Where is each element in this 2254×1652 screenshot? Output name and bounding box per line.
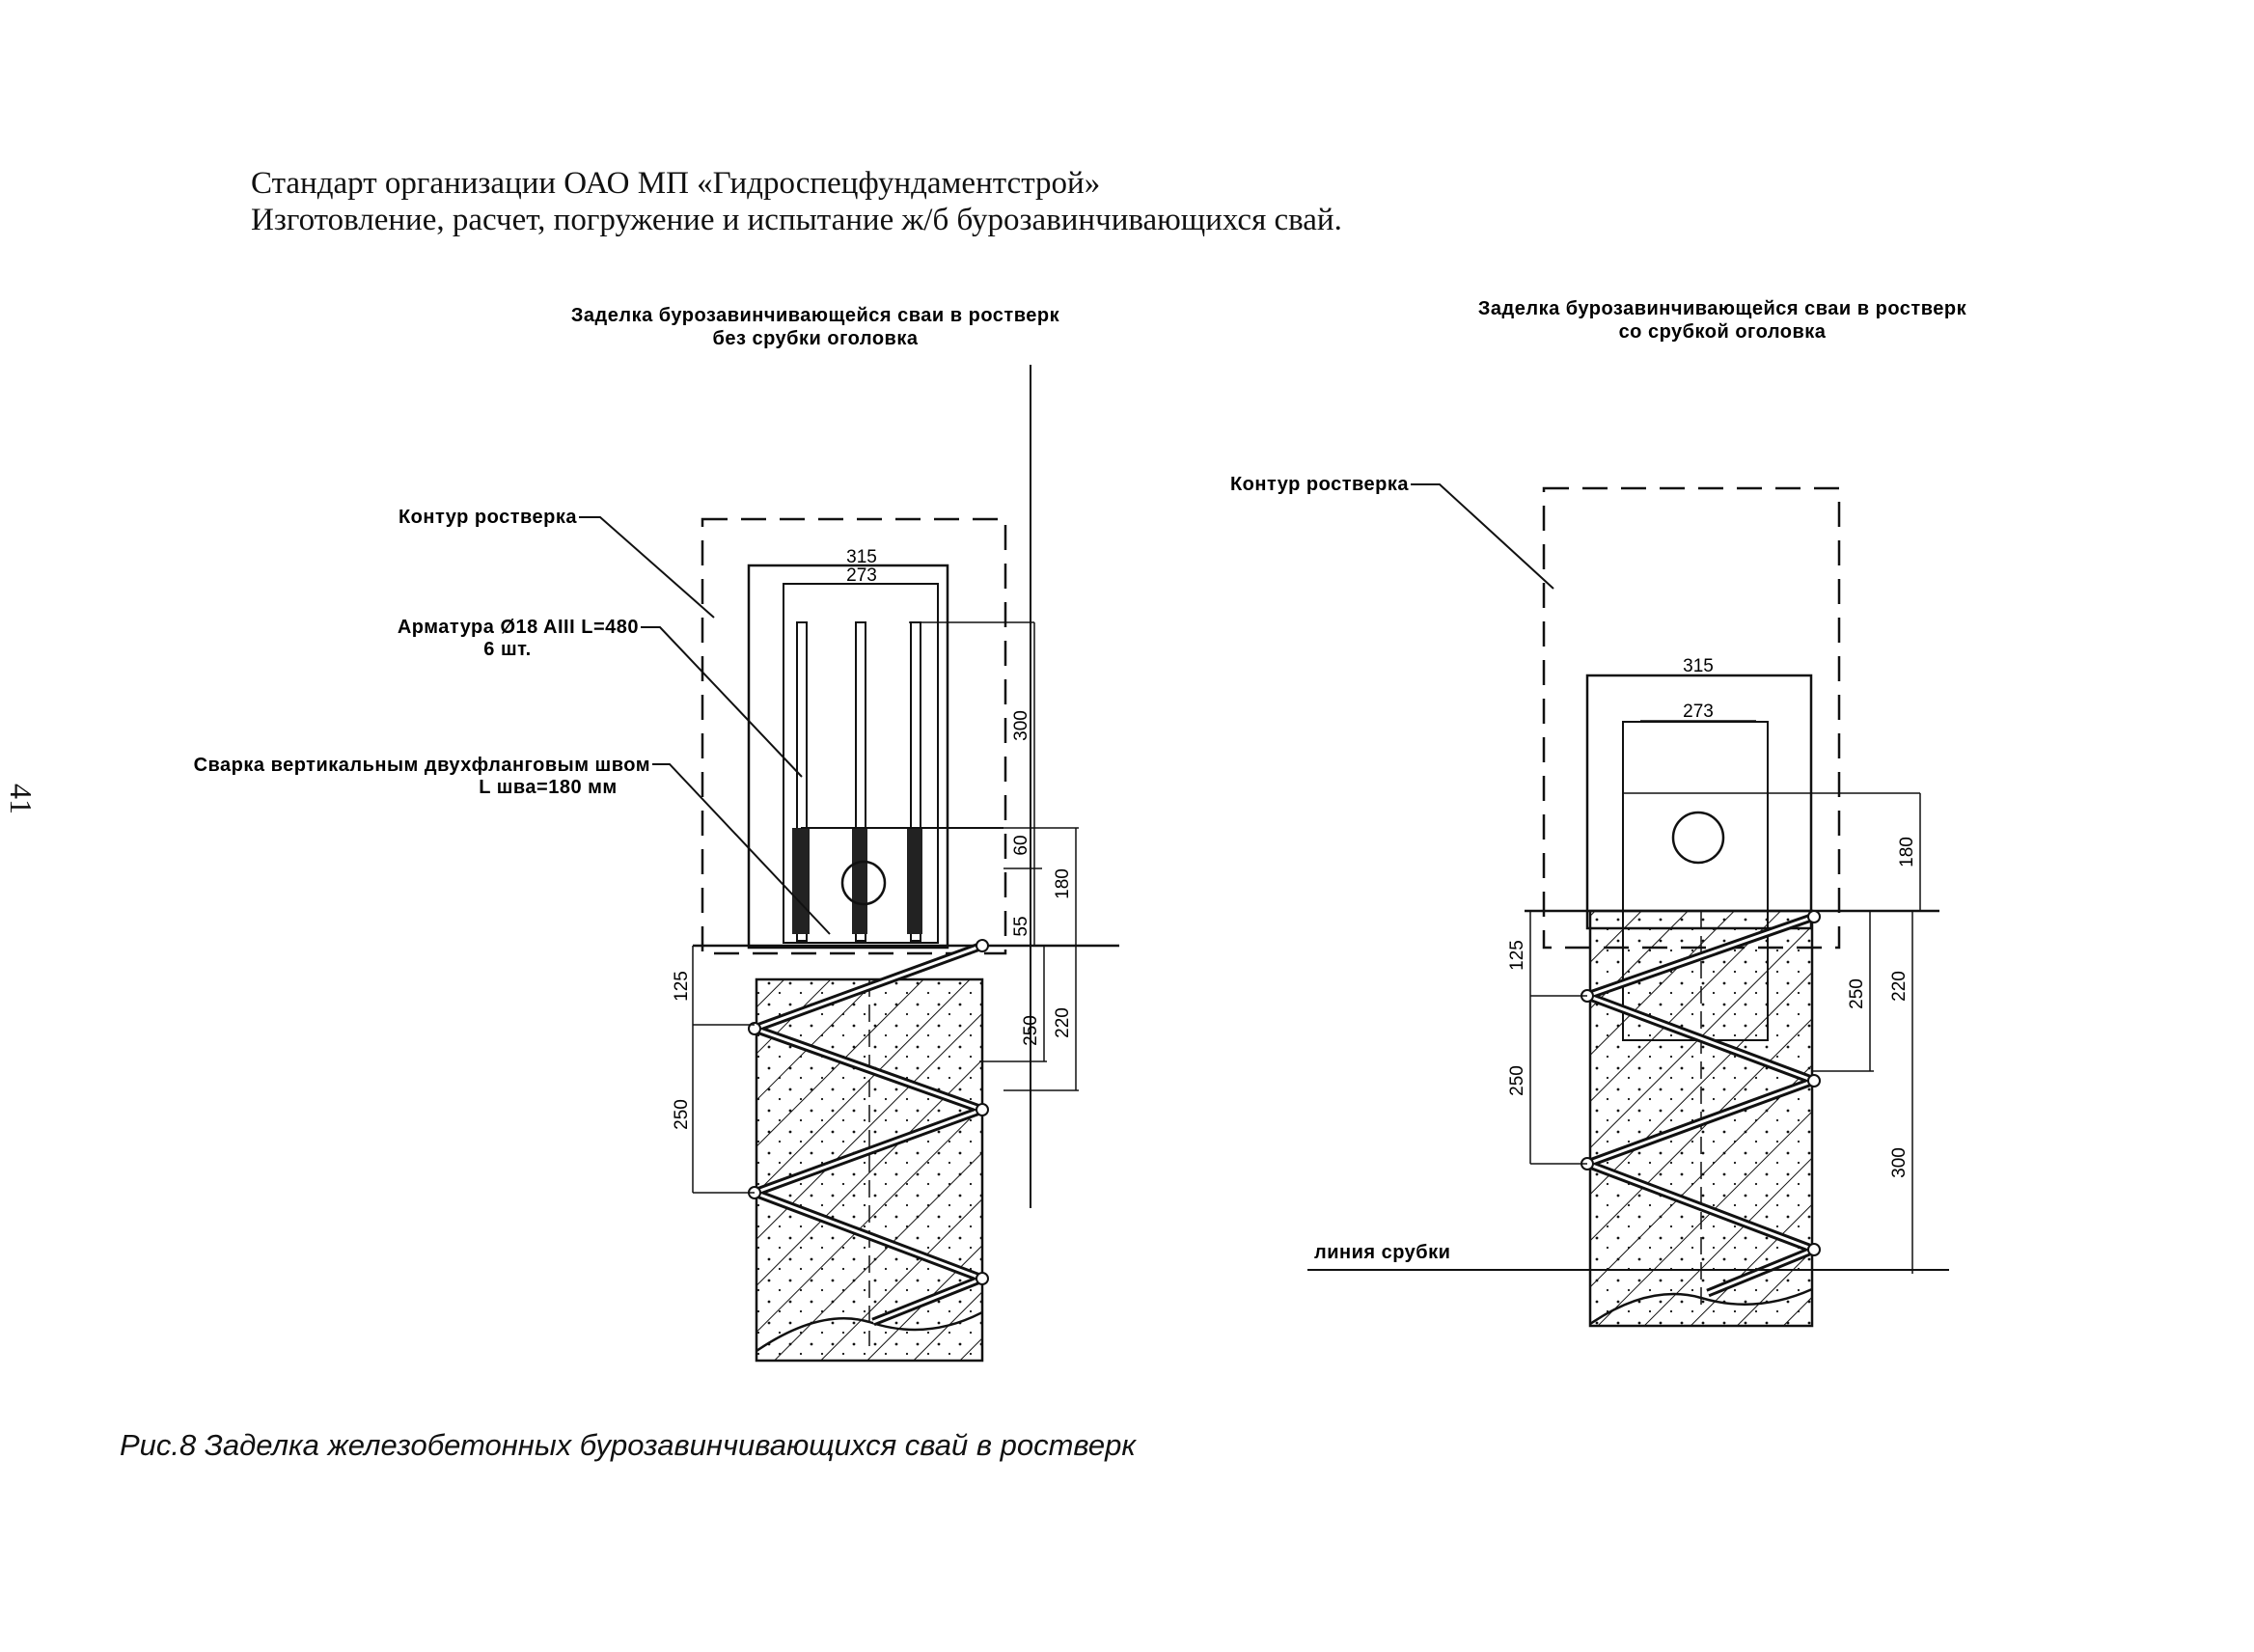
right-label-contour: Контур ростверка	[1230, 474, 1409, 495]
left-pile-head-outer	[747, 564, 949, 950]
left-weld-3	[907, 828, 922, 934]
right-dim-315: 315	[1683, 656, 1714, 676]
right-label-cut: линия срубки	[1314, 1242, 1450, 1263]
left-dim-125: 125	[672, 971, 692, 1002]
left-label-weld-line-2: L шва=180 мм	[479, 777, 617, 798]
left-dim-180: 180	[1053, 868, 1073, 899]
left-weld-2	[852, 828, 867, 934]
left-label-rebar-line-2: 6 шт.	[483, 639, 531, 660]
right-title-line-1: Заделка бурозавинчивающейся сваи в роств…	[1478, 298, 1967, 319]
right-hole	[1671, 811, 1725, 865]
left-dim-55: 55	[1011, 916, 1031, 936]
right-dim-300: 300	[1889, 1147, 1910, 1178]
left-label-rebar-line-1: Арматура Ø18 AIII L=480	[398, 617, 639, 638]
left-dim-60: 60	[1011, 835, 1031, 855]
left-dim-250b: 250	[672, 1099, 692, 1130]
right-pile-break	[1589, 1287, 1813, 1326]
left-label-contour: Контур ростверка	[399, 507, 577, 528]
left-pile-break	[756, 1310, 983, 1353]
left-title-line-2: без срубки оголовка	[713, 328, 919, 349]
figure-caption: Рис.8 Заделка железобетонных бурозавинчи…	[120, 1428, 1137, 1462]
right-dim-273: 273	[1683, 702, 1714, 722]
right-dim-180: 180	[1897, 837, 1917, 867]
right-drawing: Заделка бурозавинчивающейся сваи в роств…	[1230, 298, 1967, 1328]
right-dim-250b: 250	[1507, 1065, 1527, 1096]
left-rebar-1	[796, 621, 808, 942]
left-drawing: Заделка бурозавинчивающейся сваи в роств…	[194, 305, 1119, 1363]
right-dim-250a: 250	[1847, 978, 1867, 1009]
header-line-1: Стандарт организации ОАО МП «Гидроспецфу…	[251, 166, 1101, 201]
left-dim-300: 300	[1011, 710, 1031, 741]
right-dim-125: 125	[1507, 940, 1527, 971]
left-dim-273: 273	[846, 565, 877, 586]
left-label-weld-line-1: Сварка вертикальным двухфланговым швом	[194, 755, 650, 776]
left-grillage-contour	[701, 517, 1007, 955]
left-weld-1	[792, 828, 810, 934]
left-dim-220: 220	[1053, 1007, 1073, 1038]
right-dim-220: 220	[1889, 971, 1910, 1002]
header-line-2: Изготовление, расчет, погружение и испыт…	[251, 203, 1342, 237]
right-title-line-2: со срубкой оголовка	[1619, 321, 1827, 343]
left-pile-head-inner	[783, 583, 939, 944]
left-dim-250a: 250	[1021, 1015, 1041, 1046]
left-hole	[840, 860, 887, 906]
left-dim-315: 315	[846, 547, 877, 567]
left-rebar-2	[855, 621, 866, 942]
left-title-line-1: Заделка бурозавинчивающейся сваи в роств…	[571, 305, 1060, 326]
